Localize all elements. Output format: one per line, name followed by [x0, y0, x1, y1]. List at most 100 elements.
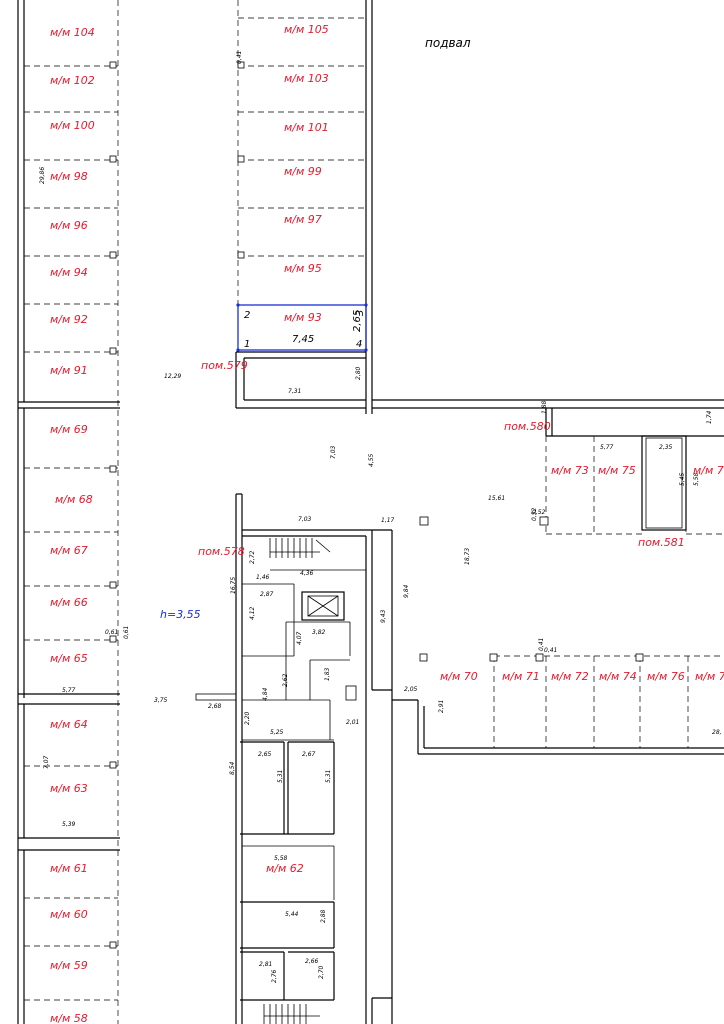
dim-label: 2,68 [208, 703, 222, 710]
corner-3: 3 [355, 310, 366, 316]
dim-label: 4,07 [296, 631, 303, 645]
parking-dividers [24, 0, 724, 1024]
dim-label: 12,29 [164, 373, 181, 380]
dim-label: 2,62 [282, 673, 289, 687]
space-label[interactable]: м/м 99 [284, 165, 322, 178]
space-label[interactable]: м/м 66 [50, 596, 88, 609]
highlight-length: 7,45 [292, 334, 314, 345]
dim-label: 4,55 [368, 453, 375, 467]
dim-label: 9,84 [403, 584, 410, 598]
space-label[interactable]: м/м 103 [284, 72, 329, 85]
corner-1: 1 [244, 339, 250, 350]
dim-label: 7,31 [288, 388, 301, 395]
space-label[interactable]: м/м 100 [50, 119, 95, 132]
dim-label: 5,31 [277, 770, 284, 783]
dim-label: 2,76 [271, 969, 278, 983]
height-note: h=3,55 [160, 608, 201, 621]
dim-label: 1,17 [381, 517, 395, 524]
space-label[interactable]: м/м 97 [284, 213, 322, 226]
dim-label: 4,36 [300, 570, 314, 577]
dim-label: 4,12 [249, 606, 256, 620]
dim-label: 2,87 [260, 591, 274, 598]
space-label[interactable]: м/м 64 [50, 718, 88, 731]
space-label[interactable]: м/м 59 [50, 959, 88, 972]
dim-label: 3,75 [154, 697, 168, 704]
corner-2: 2 [244, 310, 250, 321]
dim-label: 7,07 [43, 755, 50, 769]
dim-label: 15,61 [488, 495, 505, 502]
dim-label: 2,81 [259, 961, 272, 968]
space-label[interactable]: м/м 76 [647, 670, 685, 683]
space-label[interactable]: м/м 62 [266, 862, 304, 875]
dim-label: 2,91 [438, 700, 445, 713]
space-label[interactable]: м/м 68 [55, 493, 93, 506]
room-label: пом.578 [198, 545, 245, 558]
dim-label: 2,65 [258, 751, 272, 758]
dim-label: 0,41 [236, 51, 243, 64]
dim-label: 0,41 [544, 647, 557, 654]
dim-label: 5,77 [600, 444, 614, 451]
space-label[interactable]: м/м 95 [284, 262, 322, 275]
space-label[interactable]: м/м 104 [50, 26, 95, 39]
left-spaces: м/м 104 м/м 102 м/м 100 м/м 98 м/м 96 м/… [50, 26, 95, 1024]
dim-label: 5,39 [62, 821, 76, 828]
space-label[interactable]: м/м 61 [50, 862, 88, 875]
dim-label: 2,88 [320, 909, 327, 923]
dimensions: 0,41 29,86 12,29 7,31 2,80 1,88 1,74 5,7… [39, 51, 722, 983]
right-spaces: м/м 73 м/м 75 м/м 78 м/м 70 м/м 71 м/м 7… [266, 464, 724, 875]
space-label[interactable]: м/м 105 [284, 23, 329, 36]
space-label[interactable]: м/м 69 [50, 423, 88, 436]
dim-label: 29,86 [39, 167, 46, 184]
space-label[interactable]: м/м 67 [50, 544, 88, 557]
space-label[interactable]: м/м 102 [50, 74, 95, 87]
dim-label: 2,67 [302, 751, 316, 758]
space-label[interactable]: м/м 72 [551, 670, 589, 683]
dim-label: 28, [712, 729, 722, 736]
space-label[interactable]: м/м 91 [50, 364, 88, 377]
space-label[interactable]: м/м 96 [50, 219, 88, 232]
space-label[interactable]: м/м 75 [598, 464, 636, 477]
dim-label: 0,61 [123, 626, 130, 639]
dim-label: 2,35 [659, 444, 673, 451]
space-label[interactable]: м/м 78 [693, 464, 724, 477]
room-label: пом.581 [638, 536, 685, 549]
dim-label: 4,84 [262, 687, 269, 701]
space-label[interactable]: м/м 60 [50, 908, 88, 921]
floor-title: подвал [425, 36, 471, 50]
highlight-space-93[interactable]: 2 1 3 4 7,45 2,65 [236, 303, 368, 352]
room-label: пом.579 [201, 359, 248, 372]
dim-label: 1,83 [324, 667, 331, 681]
dim-label: 5,77 [62, 687, 76, 694]
dim-label: 1,88 [541, 400, 548, 414]
dim-label: 2,01 [346, 719, 359, 726]
space-label[interactable]: м/м 70 [440, 670, 478, 683]
space-label[interactable]: м/м 73 [551, 464, 589, 477]
dim-label: 2,70 [318, 965, 325, 979]
dim-label: 5,58 [693, 472, 700, 486]
dim-label: 18,73 [464, 548, 471, 565]
dim-label: 5,31 [325, 770, 332, 783]
space-label[interactable]: м/м 101 [284, 121, 329, 134]
dim-label: 7,03 [298, 516, 312, 523]
dim-label: 5,58 [274, 855, 288, 862]
space-label[interactable]: м/м 71 [502, 670, 540, 683]
dim-label: 2,80 [355, 366, 362, 380]
highlight-width: 2,65 [352, 310, 363, 332]
dim-label: 5,45 [679, 472, 686, 486]
space-label[interactable]: м/м 63 [50, 782, 88, 795]
stairs-icon [263, 538, 331, 1024]
space-label[interactable]: м/м 74 [599, 670, 637, 683]
space-label[interactable]: м/м 94 [50, 266, 88, 279]
space-label[interactable]: м/м 65 [50, 652, 88, 665]
space-label[interactable]: м/м 58 [50, 1012, 88, 1024]
space-label[interactable]: м/м 92 [50, 313, 88, 326]
space-label[interactable]: м/м 7 [695, 670, 724, 683]
space-label[interactable]: м/м 98 [50, 170, 88, 183]
corner-4: 4 [356, 339, 362, 350]
dim-label: 9,43 [380, 609, 387, 623]
space-label[interactable]: м/м 93 [284, 311, 322, 324]
dim-label: 1,74 [706, 410, 713, 424]
dim-label: 0,61 [105, 629, 118, 636]
dim-label: 7,03 [330, 445, 337, 459]
